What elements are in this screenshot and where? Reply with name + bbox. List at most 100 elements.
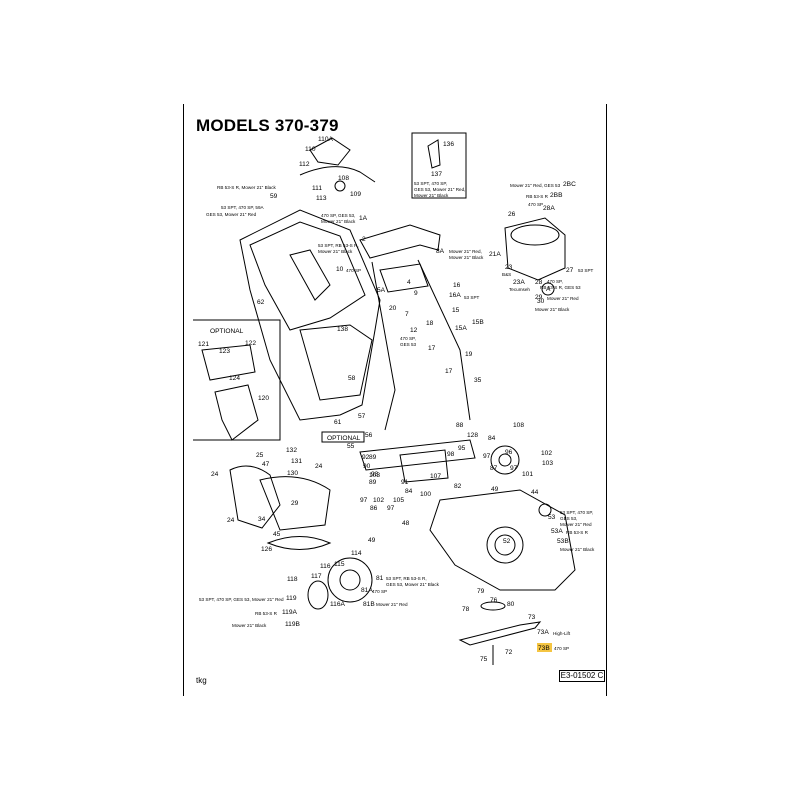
part-label-10: 10 xyxy=(336,266,344,273)
note-28: 470 SP, xyxy=(547,279,563,284)
part-label-24: 24 xyxy=(211,471,219,478)
part-label-62: 62 xyxy=(257,299,265,306)
detail-box-137 xyxy=(411,132,467,199)
part-label-130: 130 xyxy=(287,470,298,477)
note-28b: RB 53-S R, GES 53 xyxy=(540,285,581,290)
part-label-53A: 53A xyxy=(551,528,563,535)
part-109-knob xyxy=(334,180,346,192)
drive-belt-126 xyxy=(266,536,332,550)
part-label-28A: 28A xyxy=(543,205,555,212)
wheel-hub-front-right xyxy=(498,453,512,467)
part-label-59: 59 xyxy=(270,193,278,200)
note-16A: 53 SPT xyxy=(464,295,480,300)
handle-bracket xyxy=(379,263,429,293)
note-53A: RB 53-S R xyxy=(566,530,589,535)
part-137-shape xyxy=(427,139,441,169)
note-2BC: Mower 21" Red, GES 53 xyxy=(510,183,561,188)
note-1A: 470 SP, GES 53, xyxy=(321,213,355,218)
note-119B: Mower 21" Black xyxy=(232,623,267,628)
engine-body xyxy=(504,217,566,281)
part-label-16: 16 xyxy=(453,282,461,289)
blade-adapter-76 xyxy=(480,601,506,611)
part-label-52: 52 xyxy=(503,538,511,545)
part-label-61: 61 xyxy=(334,419,342,426)
part-label-24: 24 xyxy=(315,463,323,470)
page-border-right xyxy=(606,104,607,696)
handle-right-bar xyxy=(417,259,471,421)
part-label-21A: 21A xyxy=(489,251,501,258)
part-label-121: 121 xyxy=(198,341,209,348)
part-label-91: 91 xyxy=(401,479,409,486)
note-137a: 53 SPT, 470 SP, xyxy=(414,181,447,186)
part-label-116A: 116A xyxy=(330,601,346,608)
part-label-90: 90 xyxy=(363,463,371,470)
part-label-55: 55 xyxy=(347,443,355,450)
part-label-24: 24 xyxy=(227,517,235,524)
note-73A: High-Lift xyxy=(553,631,571,636)
mower-deck xyxy=(429,489,576,591)
part-label-76: 76 xyxy=(490,597,498,604)
part-label-98: 98 xyxy=(447,451,455,458)
part-label-17: 17 xyxy=(445,368,453,375)
part-label-80: 80 xyxy=(507,601,515,608)
part-label-96: 96 xyxy=(505,449,513,456)
part-label-97: 97 xyxy=(483,453,491,460)
part-label-81A: 81A xyxy=(361,587,373,594)
part-120-shape xyxy=(214,384,259,441)
part-label-88: 88 xyxy=(456,422,464,429)
note-30: Mower 21" Black xyxy=(535,307,570,312)
part-label-105: 105 xyxy=(393,497,404,504)
part-label-48: 48 xyxy=(402,520,410,527)
part-label-45: 45 xyxy=(273,531,281,538)
part-121-shape xyxy=(201,344,256,381)
note-53c: Mower 21" Red xyxy=(560,522,592,527)
cable-108 xyxy=(299,166,376,183)
note-53: 53 SPT, 470 SP, xyxy=(560,510,593,515)
part-label-53B: 53B xyxy=(557,538,569,545)
part-label-89: 89 xyxy=(369,454,377,461)
part-label-49: 49 xyxy=(368,537,376,544)
grass-catcher-bag xyxy=(239,209,381,421)
part-label-2BB: 2BB xyxy=(550,192,563,199)
rear-shield-left xyxy=(229,465,281,529)
part-label-30: 30 xyxy=(537,298,545,305)
optional-box-label: OPTIONAL xyxy=(210,328,244,335)
part-label-97: 97 xyxy=(510,465,518,472)
wheel-front-right xyxy=(490,445,520,475)
part-label-28: 28 xyxy=(535,279,543,286)
note-59: RB 53-S R, Mower 21" Black xyxy=(217,185,277,190)
part-label-117: 117 xyxy=(311,573,322,580)
note-119: 53 SPT, 470 SP, GES 53, Mower 21" Red xyxy=(199,597,284,602)
part-label-84: 84 xyxy=(405,488,413,495)
part-label-5A: 5A xyxy=(377,287,386,294)
part-label-75: 75 xyxy=(480,656,488,663)
part-label-1A: 1A xyxy=(359,215,368,222)
note-12b: GES 53 xyxy=(400,342,417,347)
part-label-49: 49 xyxy=(491,486,499,493)
part-label-87: 87 xyxy=(490,465,498,472)
part-label-109: 109 xyxy=(350,191,361,198)
note-137b: GES 53, Mower 21" Red, xyxy=(414,187,465,192)
note-73B: 470 SP xyxy=(554,646,569,651)
note-10: 470 SP xyxy=(346,268,361,273)
rear-wheel-hub xyxy=(339,569,361,591)
part-label-15A: 15A xyxy=(455,325,467,332)
part-label-73A: 73A xyxy=(537,629,549,636)
note-23: B&S xyxy=(502,272,511,277)
part-label-120: 120 xyxy=(258,395,269,402)
footer-left-text: tkg xyxy=(196,676,207,685)
bag-frame xyxy=(299,324,373,401)
page-title: MODELS 370-379 xyxy=(196,116,339,135)
part-label-79: 79 xyxy=(477,588,485,595)
part-label-15B: 15B xyxy=(472,319,484,326)
part-label-100: 100 xyxy=(420,491,431,498)
part-label-58: 58 xyxy=(348,375,356,382)
bag-window xyxy=(289,249,331,301)
part-label-25: 25 xyxy=(256,452,264,459)
note-59A-2: GES 53, Mower 21" Red xyxy=(206,212,257,217)
part-label-112: 112 xyxy=(299,161,310,168)
part-label-119B: 119B xyxy=(285,621,301,628)
note-8A: Mower 21" Red, xyxy=(449,249,482,254)
optional-middle-box xyxy=(321,431,365,443)
